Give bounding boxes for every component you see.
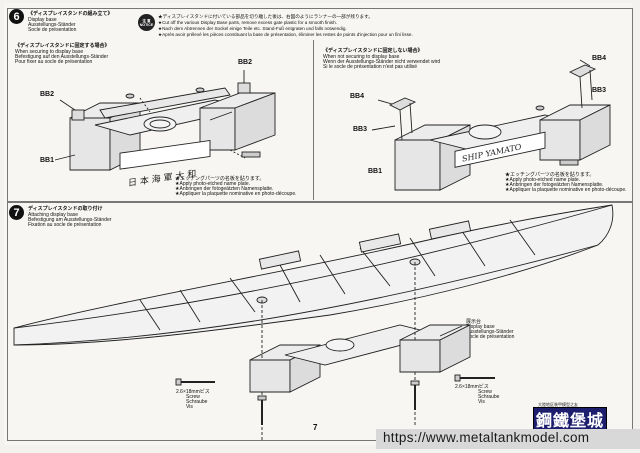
part-label-bb1-right: BB1	[368, 168, 383, 175]
right-heading-ja: 《ディスプレイスタンドに固定しない場合》	[323, 48, 423, 54]
screw-right-1: 2.6×18mmビス	[455, 384, 489, 390]
part-label-bb1-left: BB1	[40, 157, 55, 164]
ship-hull	[13, 204, 614, 346]
left-note-3: ★Anbringen der fotogeätzten Namensplatte…	[175, 186, 274, 192]
step7-heading-ja: ディスプレイスタンドの取り付け	[28, 206, 103, 212]
notice-badge-ja: 注 意	[142, 18, 151, 23]
screw-right-4: Vis	[478, 399, 485, 405]
step6-heading-ja: 《ディスプレイスタンドの組み立て》	[28, 11, 113, 17]
step7-line-1: Attaching display base	[28, 212, 79, 218]
base-label-1: 展示台	[466, 319, 482, 325]
left-display-base: 日 本 海 軍 大 和	[54, 70, 276, 189]
step6-frame	[7, 8, 633, 203]
page-number: 7	[313, 423, 318, 432]
notice-badge: 注 意 NOTICE	[138, 14, 155, 31]
step7-display-base	[249, 262, 471, 440]
notice-line-3: ★Nach dem Abtrennen der Sockel einige Te…	[158, 26, 347, 31]
source-url[interactable]: https://www.metaltankmodel.com	[383, 430, 590, 445]
part-label-bb4-right: BB4	[592, 55, 607, 62]
notice-line-2: ★Cut off the various Display Base parts,…	[158, 20, 337, 25]
base-label-3: Ausstellungs-Ständer	[466, 329, 514, 335]
left-line-1: When securing to display base	[15, 49, 84, 55]
step7-frame	[7, 201, 633, 441]
left-note-1: ★エッチングパーツの名板を貼ります。	[175, 176, 265, 182]
screw-left-4: Vis	[186, 404, 193, 410]
right-note-4: ★Appliquer la plaquette nominative en ph…	[505, 187, 627, 193]
notice-line-1: ★ディスプレイスタンドに付いている部品を切り離した後は、右図のようにランナーの一…	[158, 14, 373, 19]
right-note-2: ★Apply photo-etched name plate.	[505, 177, 581, 183]
step6-line-1: Display base	[28, 17, 57, 23]
right-line-3: Si le socle de présentation n'est pas ut…	[323, 64, 418, 70]
screw-left-1: 2.6×18mmビス	[176, 389, 210, 395]
logo-caption: 大陸地区装甲模型之友	[538, 402, 578, 407]
screw-right-2: Screw	[478, 389, 492, 395]
url-banner	[376, 429, 640, 449]
right-note-1: ★エッチングパーツの名板を貼ります。	[505, 172, 595, 178]
right-display-base: SHIP YAMATO	[371, 59, 611, 191]
base-label-2: Display base	[466, 324, 495, 330]
part-label-bb3-left: BB3	[353, 126, 368, 133]
notice-badge-en: NOTICE	[139, 22, 154, 27]
part-label-bb4-left: BB4	[350, 93, 365, 100]
step6-line-2: Ausstellungs-Ständer	[28, 22, 76, 28]
step6-number: 6	[9, 9, 24, 24]
name-plate-yamato-ja: 日 本 海 軍 大 和	[128, 167, 196, 189]
step7-number: 7	[9, 205, 24, 220]
logo-text: 鋼鐵堡城	[535, 411, 604, 430]
right-note-3: ★Anbringen der fotogeätzten Namensplatte…	[505, 182, 604, 188]
part-label-bb3-right: BB3	[592, 87, 607, 94]
part-label-bb2-left: BB2	[40, 91, 55, 98]
screw-left-2: Screw	[186, 394, 200, 400]
left-note-2: ★Apply photo-etched name plate.	[175, 181, 251, 187]
watermark-logo: 鋼鐵堡城 大陸地区装甲模型之友	[533, 402, 607, 431]
right-line-1: When not securing to display base	[323, 54, 400, 60]
notice-line-4: ★Après avoir prélevé les pièces constitu…	[158, 32, 413, 37]
step7-line-3: Fixation au socle de présentation	[28, 222, 102, 228]
screw-left-3: Schraube	[186, 399, 208, 405]
left-line-2: Befestigung auf den Ausstellungs-Ständer	[15, 54, 109, 60]
step7-line-2: Befestigung am Ausstellungs-Ständer	[28, 217, 112, 223]
screw-legend	[175, 374, 495, 386]
left-note-4: ★Appliquer la plaquette nominative en ph…	[175, 191, 297, 197]
base-label-4: Socle de présentation	[466, 334, 515, 340]
step6-divider	[313, 40, 314, 200]
left-line-3: Pour fixer au socle de présentation	[15, 59, 93, 65]
step6-line-3: Socle de présentation	[28, 27, 77, 33]
part-label-bb2-top: BB2	[238, 59, 253, 66]
screw-right-3: Schraube	[478, 394, 500, 400]
left-heading-ja: 《ディスプレイスタンドに固定する場合》	[15, 43, 110, 49]
right-line-2: Wenn der Ausstellungs-Ständer nicht verw…	[323, 59, 441, 65]
